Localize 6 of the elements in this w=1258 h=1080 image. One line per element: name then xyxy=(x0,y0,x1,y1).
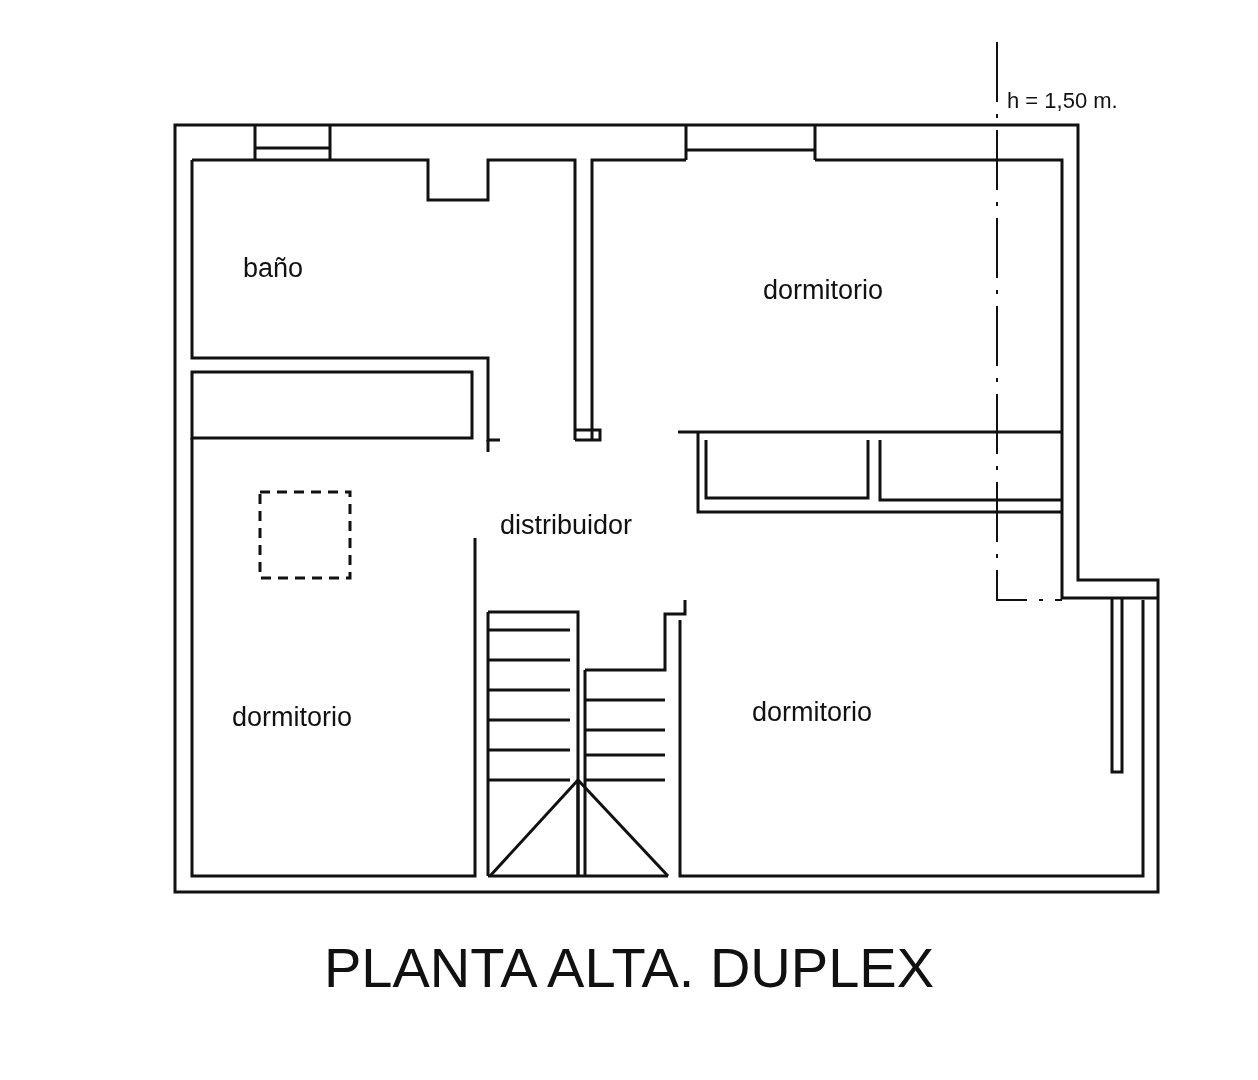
plan-title: PLANTA ALTA. DUPLEX xyxy=(323,935,935,1000)
room-label: distribuidor xyxy=(500,510,633,541)
room-label: dormitorio xyxy=(232,702,353,733)
room-label: baño xyxy=(243,253,304,284)
room-label: dormitorio xyxy=(752,697,873,728)
room-label: dormitorio xyxy=(763,275,884,306)
